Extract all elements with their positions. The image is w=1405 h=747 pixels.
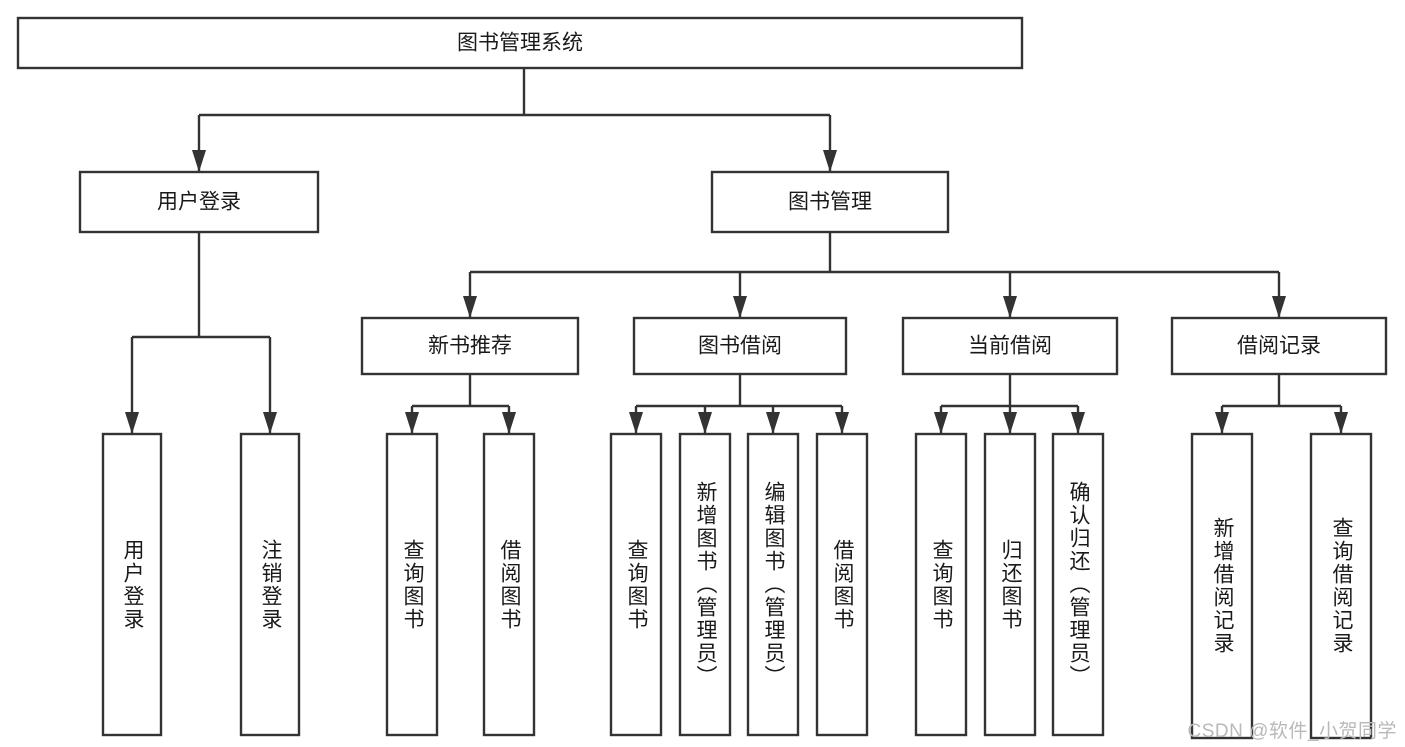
node-box-leaf-edit-book[interactable] [746, 432, 800, 737]
node-box-leaf-add-book[interactable] [678, 432, 732, 737]
arrow-head-recommend_to_leaves-0 [405, 412, 419, 434]
arrow-head-user_login_to_leaves-1 [263, 412, 277, 434]
arrow-head-book_manage_to_level2-2 [1003, 296, 1017, 318]
arrow-head-root_to_level1-0 [192, 150, 206, 172]
node-box-leaf-confirm-return[interactable] [1051, 432, 1105, 737]
arrow-head-current_to_leaves-0 [934, 412, 948, 434]
node-box-leaf-user-login[interactable] [101, 432, 163, 737]
arrow-head-current_to_leaves-2 [1071, 412, 1085, 434]
node-box-leaf-query-book-borrow[interactable] [609, 432, 663, 737]
node-label-new-book-recommend: 新书推荐 [428, 335, 512, 358]
node-boxes-layer [16, 16, 1388, 740]
arrow-head-recommend_to_leaves-1 [502, 412, 516, 434]
arrow-head-current_to_leaves-1 [1003, 412, 1017, 434]
node-label-book-manage: 图书管理 [788, 191, 872, 214]
node-box-current-borrow[interactable] [901, 316, 1119, 376]
node-box-leaf-logout[interactable] [239, 432, 301, 737]
arrow-head-book_manage_to_level2-3 [1272, 296, 1286, 318]
arrow-head-borrow_to_leaves-2 [766, 412, 780, 434]
arrow-head-borrow_to_leaves-3 [835, 412, 849, 434]
node-label-root: 图书管理系统 [457, 32, 583, 55]
node-box-leaf-query-book-current[interactable] [914, 432, 968, 737]
arrow-head-root_to_level1-1 [823, 150, 837, 172]
node-box-book-manage[interactable] [710, 170, 950, 234]
arrow-head-book_manage_to_level2-0 [463, 296, 477, 318]
node-box-book-borrow[interactable] [632, 316, 848, 376]
node-box-leaf-query-borrow-record[interactable] [1309, 432, 1373, 740]
node-box-borrow-record[interactable] [1170, 316, 1388, 376]
connectors-layer [125, 68, 1348, 434]
arrow-head-book_manage_to_level2-1 [733, 296, 747, 318]
node-label-current-borrow: 当前借阅 [968, 335, 1052, 358]
node-box-user-login[interactable] [78, 170, 320, 234]
node-box-leaf-borrow-book[interactable] [815, 432, 869, 737]
node-label-user-login: 用户登录 [157, 191, 241, 214]
arrow-head-record_to_leaves-0 [1215, 412, 1229, 434]
arrow-head-record_to_leaves-1 [1334, 412, 1348, 434]
node-box-root[interactable] [16, 16, 1024, 70]
arrow-head-borrow_to_leaves-1 [698, 412, 712, 434]
node-box-leaf-borrow-book-recommend[interactable] [482, 432, 536, 737]
node-box-leaf-return-book[interactable] [983, 432, 1037, 737]
node-box-leaf-add-borrow-record[interactable] [1190, 432, 1254, 740]
node-box-leaf-query-book-recommend[interactable] [385, 432, 439, 737]
arrow-head-borrow_to_leaves-0 [629, 412, 643, 434]
arrow-head-user_login_to_leaves-0 [125, 412, 139, 434]
node-label-book-borrow: 图书借阅 [698, 335, 782, 358]
csdn-watermark: CSDN @软件_小贺同学 [1187, 721, 1397, 742]
node-box-new-book-recommend[interactable] [360, 316, 580, 376]
node-label-borrow-record: 借阅记录 [1237, 335, 1321, 358]
